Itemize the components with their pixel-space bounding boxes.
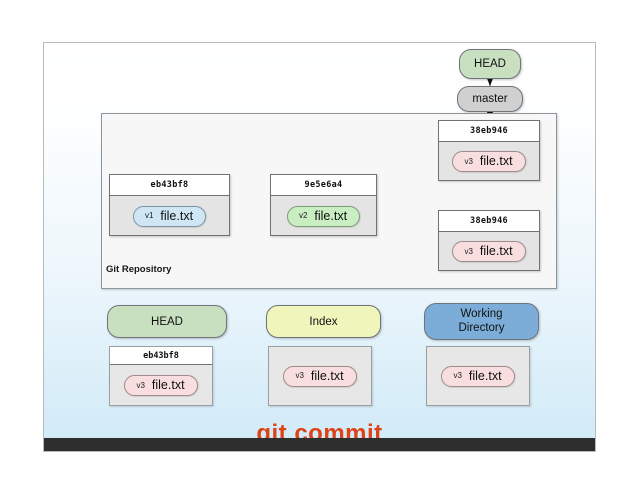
area-panel-head[interactable]: eb43bf8 v3 file.txt <box>109 346 213 406</box>
commit-hash-head: 38eb946 <box>439 121 539 142</box>
area-panel-working-directory[interactable]: v3 file.txt <box>426 346 530 406</box>
area-file-version-head: v3 <box>136 380 145 390</box>
slide-frame: HEAD master Git Repository 38eb946 v3 fi… <box>43 42 596 452</box>
file-name-first: file.txt <box>160 208 194 223</box>
area-file-name-head: file.txt <box>151 378 185 392</box>
area-hash-head: eb43bf8 <box>110 347 212 365</box>
ref-pill-head[interactable]: HEAD <box>459 49 521 79</box>
area-body-head: v3 file.txt <box>110 365 212 406</box>
slide-bottom-bar <box>44 438 595 451</box>
file-chip-first[interactable]: v1 file.txt <box>132 205 207 227</box>
commit-body-head: v3 file.txt <box>439 142 539 181</box>
area-file-version-working-directory: v3 <box>453 371 462 380</box>
file-version-first: v1 <box>144 211 154 220</box>
commit-body-third: v3 file.txt <box>439 232 539 271</box>
ref-pill-master[interactable]: master <box>457 86 523 112</box>
commit-body-second: v2 file.txt <box>271 196 376 236</box>
commit-body-first: v1 file.txt <box>110 196 229 236</box>
area-pill-working-directory-label-line1: Working <box>460 308 503 321</box>
area-file-chip-index[interactable]: v3 file.txt <box>283 365 357 387</box>
file-name-head: file.txt <box>479 154 513 168</box>
file-chip-second[interactable]: v2 file.txt <box>286 205 361 227</box>
area-pill-working-directory[interactable]: Working Directory <box>424 303 539 340</box>
ref-pill-master-label: master <box>472 93 508 105</box>
commit-hash-third: 38eb946 <box>439 211 539 232</box>
area-file-chip-head[interactable]: v3 file.txt <box>124 375 198 396</box>
file-chip-head[interactable]: v3 file.txt <box>452 151 526 172</box>
file-name-third: file.txt <box>479 244 513 258</box>
commit-box-head[interactable]: 38eb946 v3 file.txt <box>438 120 540 181</box>
area-pill-head-label: HEAD <box>151 315 183 328</box>
file-chip-third[interactable]: v3 file.txt <box>452 241 526 262</box>
ref-pill-head-label: HEAD <box>474 58 506 70</box>
area-file-chip-working-directory[interactable]: v3 file.txt <box>441 365 515 387</box>
commit-box-second[interactable]: 9e5e6a4 v2 file.txt <box>270 174 377 236</box>
file-version-third: v3 <box>464 246 473 256</box>
area-panel-index[interactable]: v3 file.txt <box>268 346 372 406</box>
area-pill-working-directory-label-line2: Directory <box>458 321 505 334</box>
area-pill-index[interactable]: Index <box>266 305 381 338</box>
git-repository-label: Git Repository <box>106 264 172 275</box>
area-file-name-working-directory: file.txt <box>468 368 502 383</box>
file-version-second: v2 <box>298 211 308 220</box>
commit-hash-second: 9e5e6a4 <box>271 175 376 196</box>
area-pill-head[interactable]: HEAD <box>107 305 227 338</box>
area-body-index: v3 file.txt <box>269 347 371 405</box>
file-version-head: v3 <box>464 156 473 166</box>
area-file-version-index: v3 <box>295 371 304 380</box>
file-name-second: file.txt <box>314 208 348 223</box>
commit-box-third[interactable]: 38eb946 v3 file.txt <box>438 210 540 271</box>
area-pill-index-label: Index <box>309 315 338 328</box>
area-file-name-index: file.txt <box>310 368 344 383</box>
commit-hash-first: eb43bf8 <box>110 175 229 196</box>
commit-box-first[interactable]: eb43bf8 v1 file.txt <box>109 174 230 236</box>
area-body-working-directory: v3 file.txt <box>427 347 529 405</box>
